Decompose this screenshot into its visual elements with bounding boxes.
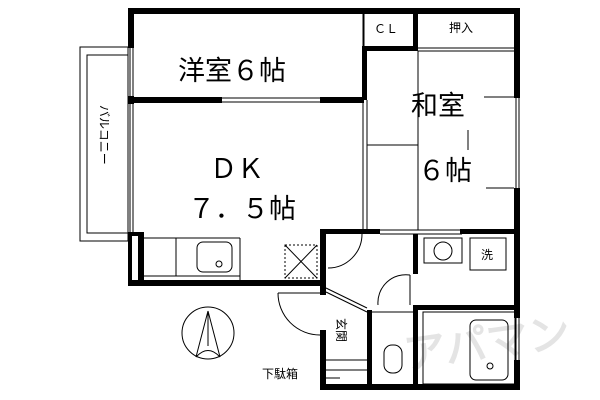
walls bbox=[79, 8, 520, 390]
entrance-label: 玄関 bbox=[334, 318, 349, 342]
western-room-label: 洋室６帖 bbox=[178, 56, 286, 87]
shoe-box-label: 下駄箱 bbox=[262, 366, 298, 381]
oshiire-label: 押入 bbox=[449, 21, 473, 35]
dk-size: ７．５帖 bbox=[188, 194, 296, 225]
japanese-room-size: ６帖 bbox=[418, 156, 472, 187]
top-wall bbox=[128, 8, 520, 14]
sink bbox=[196, 241, 233, 273]
bathtub bbox=[469, 319, 509, 381]
washer-label: 洗 bbox=[481, 248, 493, 262]
washer-space bbox=[469, 237, 507, 271]
closet-label: ＣＬ bbox=[374, 22, 398, 36]
japanese-room-name: 和室 bbox=[411, 91, 465, 122]
fridge-space bbox=[284, 244, 318, 279]
watermark-logo: アパマン bbox=[401, 307, 573, 379]
balcony-label: バルコニー bbox=[97, 105, 111, 165]
washbasin bbox=[423, 237, 463, 264]
toilet bbox=[383, 344, 403, 374]
dk-name: ＤＫ bbox=[210, 154, 264, 185]
compass-north-icon bbox=[181, 306, 235, 360]
